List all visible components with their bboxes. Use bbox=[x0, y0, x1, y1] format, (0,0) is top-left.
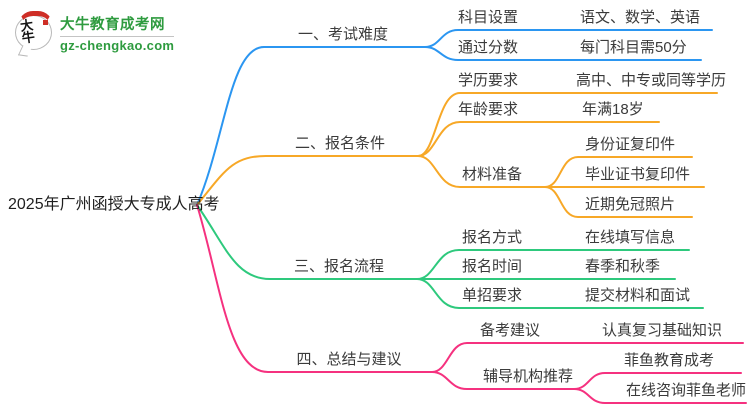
leaf-online-consult: 在线咨询菲鱼老师 bbox=[626, 382, 747, 399]
branch-node-summary-suggestions: 四、总结与建议 bbox=[296, 351, 402, 368]
leaf-materials-interview: 提交材料和面试 bbox=[585, 287, 691, 304]
leaf-seasons: 春季和秋季 bbox=[585, 258, 661, 275]
subtopic-tutoring-recommendation: 辅导机构推荐 bbox=[483, 368, 574, 385]
subtopic-application-method: 报名方式 bbox=[462, 229, 523, 246]
subtopic-single-admission: 单招要求 bbox=[462, 287, 523, 304]
leaf-online-form: 在线填写信息 bbox=[585, 229, 676, 246]
leaf-review-basics: 认真复习基础知识 bbox=[602, 322, 723, 339]
branch1-lines bbox=[196, 29, 713, 206]
logo-bubble-tail bbox=[17, 45, 33, 57]
leaf-id-copy: 身份证复印件 bbox=[585, 136, 676, 153]
leaf-subjects: 语文、数学、英语 bbox=[580, 9, 701, 26]
site-url: gz-chengkao.com bbox=[60, 38, 175, 53]
leaf-photo: 近期免冠照片 bbox=[585, 196, 676, 213]
logo-seal-mark bbox=[43, 20, 48, 25]
leaf-feiyu-education: 菲鱼教育成考 bbox=[624, 352, 715, 369]
leaf-age-limit: 年满18岁 bbox=[582, 101, 644, 118]
branch-node-exam-difficulty: 一、考试难度 bbox=[297, 26, 388, 43]
site-logo: 大牛 大牛教育成考网 gz-chengkao.com bbox=[13, 8, 175, 58]
subtopic-application-time: 报名时间 bbox=[462, 258, 523, 275]
branch3-lines bbox=[196, 204, 704, 309]
logo-divider bbox=[60, 36, 175, 37]
central-topic: 2025年广州函授大专成人高考 bbox=[8, 196, 220, 213]
logo-text-block: 大牛教育成考网 gz-chengkao.com bbox=[60, 13, 175, 53]
subtopic-passing-score: 通过分数 bbox=[458, 39, 519, 56]
logo-bull-icon: 大牛 bbox=[13, 8, 55, 58]
logo-red-arc bbox=[18, 11, 53, 30]
leaf-education-level: 高中、中专或同等学历 bbox=[576, 72, 727, 89]
leaf-diploma-copy: 毕业证书复印件 bbox=[585, 166, 691, 183]
subtopic-age-requirement: 年龄要求 bbox=[458, 101, 519, 118]
site-name: 大牛教育成考网 bbox=[60, 17, 165, 33]
leaf-score-requirement: 每门科目需50分 bbox=[580, 39, 687, 56]
subtopic-subject-setup: 科目设置 bbox=[458, 9, 519, 26]
branch2-lines bbox=[196, 92, 718, 218]
branch-node-application-requirements: 二、报名条件 bbox=[294, 135, 385, 152]
subtopic-material-preparation: 材料准备 bbox=[462, 166, 523, 183]
subtopic-prep-advice: 备考建议 bbox=[480, 322, 541, 339]
branch-node-application-process: 三、报名流程 bbox=[293, 258, 384, 275]
branch4-lines bbox=[196, 204, 747, 404]
subtopic-education-requirement: 学历要求 bbox=[458, 72, 519, 89]
